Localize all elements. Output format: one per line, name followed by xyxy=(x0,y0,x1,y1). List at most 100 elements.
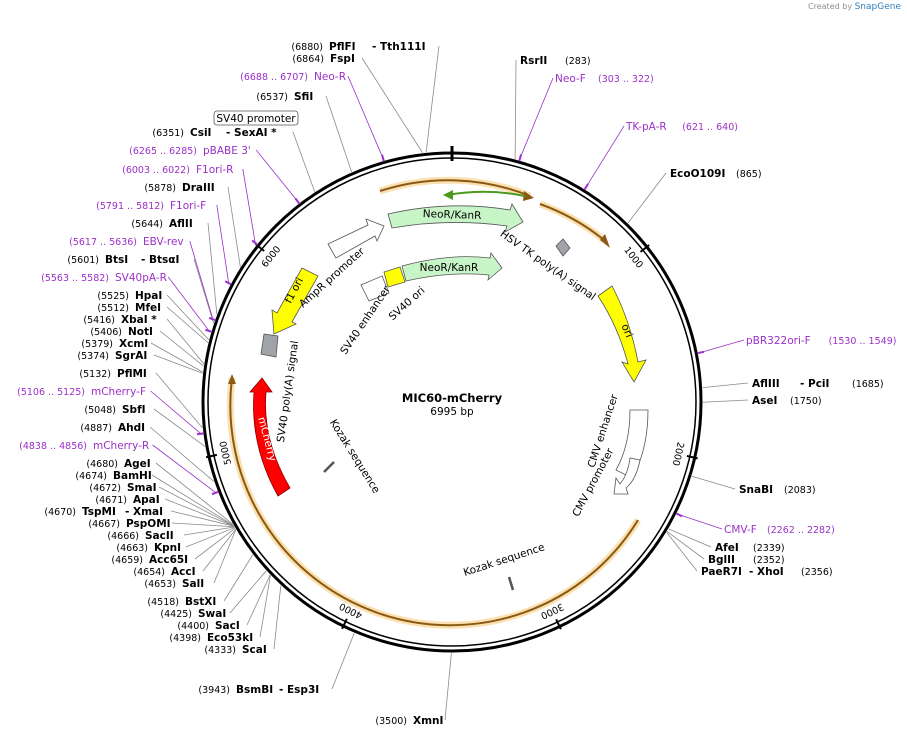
neor-inner-arrow xyxy=(401,252,503,282)
orf-arc-right-glow xyxy=(538,200,607,243)
site-name: DraIII xyxy=(182,182,215,194)
primer-name: pBR322ori-F xyxy=(746,335,811,347)
site-position: (4670) xyxy=(44,507,76,518)
primer-name: CMV-F xyxy=(724,524,757,536)
primer-range: (621 .. 640) xyxy=(682,122,738,133)
site-leader xyxy=(331,633,355,690)
hsv-tk-box xyxy=(555,238,571,257)
site-position: (3500) xyxy=(375,716,407,727)
primer-mark xyxy=(196,432,205,436)
hsv-tk-label: HSV TK poly(A) signal xyxy=(498,228,598,303)
site-extra: - BtsαI xyxy=(141,254,179,266)
site-leader xyxy=(151,474,234,526)
site-extra: - XmaI xyxy=(125,506,163,518)
site-leader xyxy=(666,531,705,560)
site-name: HpaI xyxy=(135,290,162,302)
site-name: SmaI xyxy=(127,482,157,494)
primer-mark xyxy=(208,317,217,322)
primer-name: F1ori-F xyxy=(170,200,206,212)
primer-leader xyxy=(216,204,230,284)
site-position: (5512) xyxy=(97,303,129,314)
site-leader xyxy=(292,131,316,192)
orf-arc-right xyxy=(539,203,605,241)
site-position: (4663) xyxy=(116,543,148,554)
site-leader xyxy=(229,570,267,614)
scale-tick xyxy=(686,454,698,460)
site-position: (5601) xyxy=(67,255,99,266)
site-position: (4887) xyxy=(80,423,112,434)
site-name: AfeI xyxy=(715,542,739,554)
site-leader xyxy=(627,172,667,224)
site-name: XbaI * xyxy=(121,314,157,326)
sv40-polya-label: SV40 poly(A) signal xyxy=(275,340,301,443)
plasmid-name: MIC60-mCherry xyxy=(402,391,503,405)
scale-tick xyxy=(639,244,650,253)
primer-leader xyxy=(700,339,745,353)
site-name: AgeI xyxy=(124,458,151,470)
site-extra: - PciI xyxy=(800,378,829,390)
site-position: (4680) xyxy=(86,459,118,470)
neor-inner-label: NeoR/KanR xyxy=(420,262,479,274)
sv40-promoter-label: SV40 promoter xyxy=(216,113,296,125)
primer-leader xyxy=(255,149,299,202)
primer-range: (6003 .. 6022) xyxy=(122,165,190,176)
site-leader xyxy=(691,475,736,490)
site-leader xyxy=(193,258,215,324)
ori-label: ori xyxy=(619,322,635,339)
ori-arrow xyxy=(597,285,647,383)
site-leader xyxy=(668,528,712,548)
site-position: (6537) xyxy=(256,92,288,103)
site-position: (1750) xyxy=(790,396,822,407)
site-position: (1685) xyxy=(852,379,884,390)
primer-range: (1530 .. 1549) xyxy=(829,336,897,347)
site-name: FspI xyxy=(330,53,355,65)
primer-leader xyxy=(242,168,256,244)
site-name: BglII xyxy=(708,554,735,566)
site-leader xyxy=(183,526,235,536)
ampr-promoter-arrow xyxy=(327,218,385,259)
mcherry-arrow xyxy=(249,377,291,497)
sv40-enhancer-box xyxy=(360,275,390,302)
site-position: (5416) xyxy=(83,315,115,326)
site-leader xyxy=(325,95,353,173)
site-position: (4674) xyxy=(75,471,107,482)
site-leader xyxy=(273,585,282,650)
site-leader xyxy=(166,318,205,365)
site-position: (5644) xyxy=(131,219,163,230)
site-position: (5525) xyxy=(97,291,129,302)
site-leader xyxy=(149,426,215,482)
sv40-promoter-callout xyxy=(213,110,299,126)
site-name: SwaI xyxy=(198,608,226,620)
primer-mark xyxy=(381,154,385,162)
site-leader xyxy=(155,462,234,525)
primer-mark xyxy=(294,197,301,205)
site-leader xyxy=(702,382,749,389)
site-position: (2356) xyxy=(801,567,833,578)
site-name: ScaI xyxy=(242,644,267,656)
f1-ori-arrow xyxy=(271,267,319,335)
primer-mark xyxy=(696,350,705,355)
site-leader xyxy=(158,486,234,527)
snapgene-logo: SnapGene xyxy=(854,2,901,12)
primer-mark xyxy=(211,490,219,496)
primer-range: (5617 .. 5636) xyxy=(69,237,137,248)
site-name: SacII xyxy=(145,530,174,542)
site-leader xyxy=(171,522,235,528)
orf-arc-big-head xyxy=(228,374,236,384)
primer-range: (303 .. 322) xyxy=(598,74,654,85)
site-position: (6864) xyxy=(292,54,324,65)
primer-range: (5106 .. 5125) xyxy=(17,387,85,398)
site-name: AflIII xyxy=(752,378,780,390)
site-name: BamHI xyxy=(113,470,152,482)
site-position: (4654) xyxy=(133,567,165,578)
primer-range: (6688 .. 6707) xyxy=(240,72,308,83)
neor-outer-arrow xyxy=(387,203,524,233)
site-leader xyxy=(425,45,440,153)
site-position: (4672) xyxy=(89,483,121,494)
site-position: (4333) xyxy=(204,645,236,656)
orf-arc-big xyxy=(229,377,639,627)
site-leader xyxy=(185,527,235,548)
site-leader xyxy=(361,57,423,153)
primer-mark xyxy=(518,154,523,162)
site-leader xyxy=(246,574,271,626)
